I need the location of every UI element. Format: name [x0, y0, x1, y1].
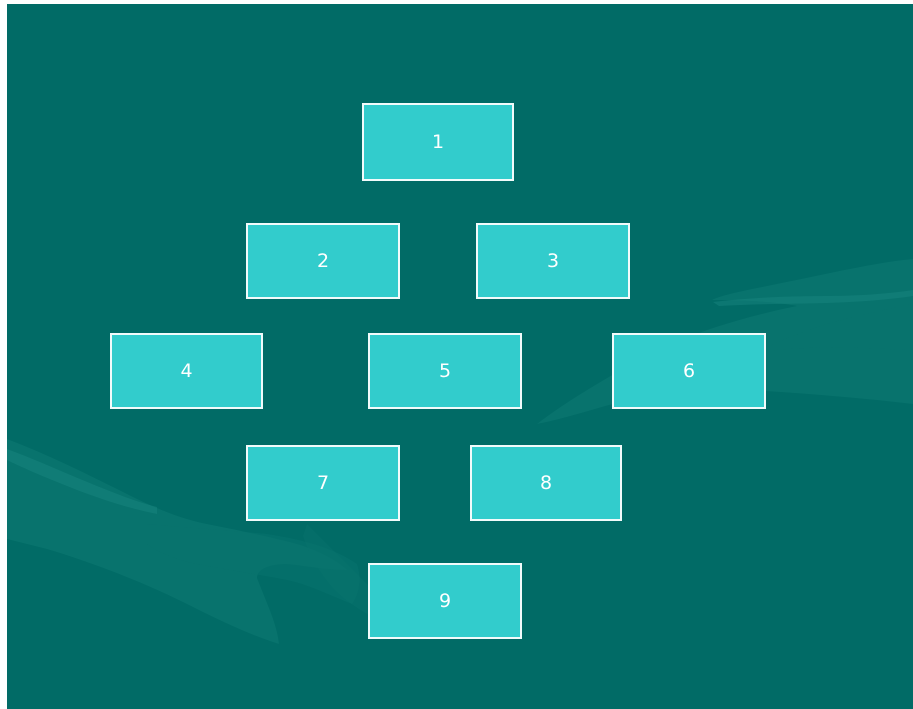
tile-6[interactable]: 6 — [612, 333, 766, 409]
tile-2[interactable]: 2 — [246, 223, 400, 299]
tile-9-label: 9 — [439, 590, 451, 612]
tile-7[interactable]: 7 — [246, 445, 400, 521]
tile-1-label: 1 — [432, 131, 444, 153]
tile-7-label: 7 — [317, 472, 329, 494]
tile-9[interactable]: 9 — [368, 563, 522, 639]
tile-8[interactable]: 8 — [470, 445, 622, 521]
tile-8-label: 8 — [540, 472, 552, 494]
tile-4-label: 4 — [180, 360, 192, 382]
slide-canvas: 1 2 3 4 5 6 7 8 9 — [7, 4, 913, 709]
tile-3[interactable]: 3 — [476, 223, 630, 299]
tile-4[interactable]: 4 — [110, 333, 263, 409]
tile-5[interactable]: 5 — [368, 333, 522, 409]
tile-6-label: 6 — [683, 360, 695, 382]
tile-1[interactable]: 1 — [362, 103, 514, 181]
tile-2-label: 2 — [317, 250, 329, 272]
tile-5-label: 5 — [439, 360, 451, 382]
tile-3-label: 3 — [547, 250, 559, 272]
